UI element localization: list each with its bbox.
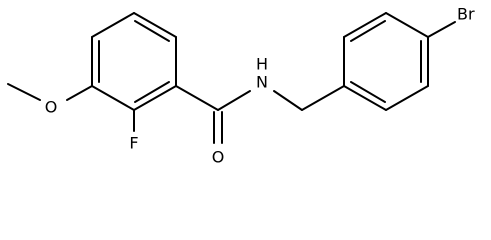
bond-ring2-b — [343, 12, 387, 38]
bond-ring1-c — [133, 85, 177, 111]
atom-label-br: Br — [457, 5, 475, 24]
bond-carbonyl-carbon — [175, 85, 219, 111]
bond-c-o-methoxy — [66, 85, 93, 101]
atom-labels: Br N H O F O — [45, 5, 475, 167]
atom-label-f: F — [129, 134, 138, 153]
bond-ring1-f — [91, 12, 135, 38]
bond-ring2-c — [385, 12, 429, 38]
bond-ch2-ring2 — [301, 85, 345, 111]
bond-c-n — [217, 90, 251, 111]
atom-label-n: N — [256, 73, 268, 92]
bond-o-methyl — [7, 83, 41, 101]
atom-label-o-methoxy: O — [45, 98, 58, 117]
molecule-structure-diagram: Br N H O F O — [7, 5, 475, 167]
bond-ring1-inner-2 — [134, 81, 170, 103]
bond-ring1-d — [91, 85, 135, 111]
atom-label-h: H — [256, 55, 268, 74]
bond-ring1-a — [133, 12, 177, 38]
bond-ring2-inner-3 — [350, 81, 386, 103]
bond-set — [7, 12, 456, 144]
bond-n-ch2 — [273, 90, 303, 111]
bond-ring2-inner-1 — [350, 20, 386, 42]
bond-c-br — [427, 21, 456, 38]
bond-ring1-inner-1 — [134, 20, 170, 42]
bond-ring2-e — [385, 85, 429, 111]
bond-ring2-f — [343, 85, 387, 111]
atom-label-o-carbonyl: O — [212, 148, 225, 167]
